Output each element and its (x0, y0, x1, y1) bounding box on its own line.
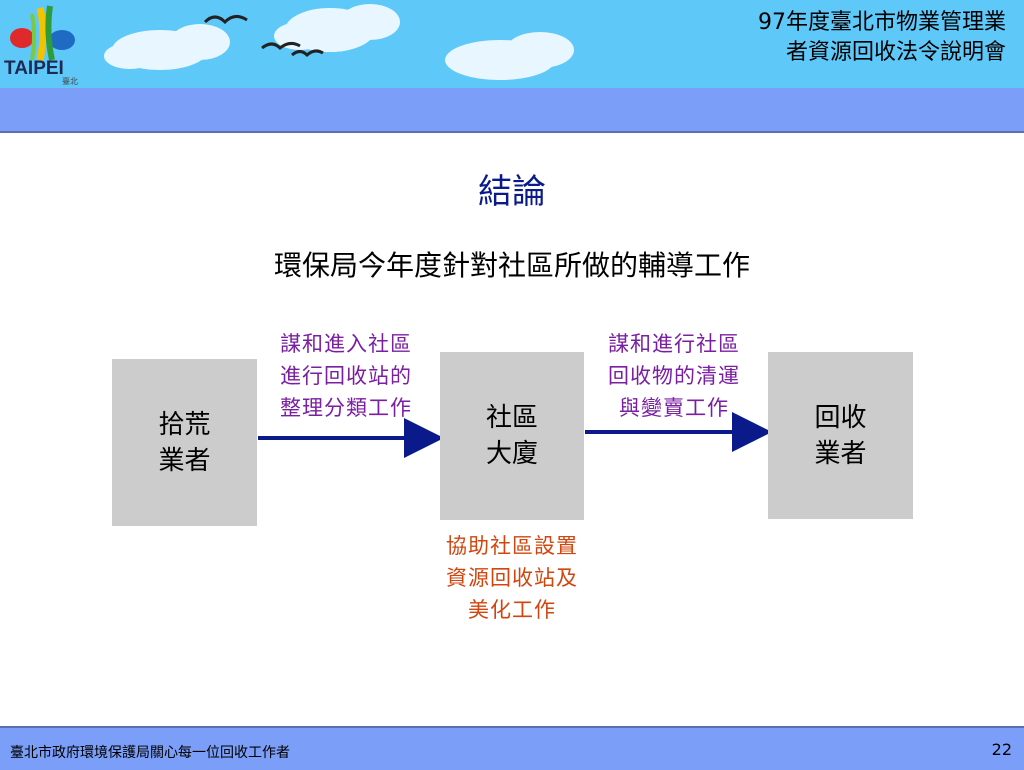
logo-subtext: 臺北 (62, 77, 78, 86)
taipei-logo-icon (10, 5, 75, 61)
header-band (0, 88, 1024, 131)
bird-icon (261, 41, 301, 51)
footer-bar: 臺北市政府環境保護局關心每一位回收工作者 22 (0, 726, 1024, 770)
node-label: 社區 (485, 403, 538, 433)
note-enter-community: 謀和進入社區 進行回收站的 整理分類工作 (256, 328, 436, 424)
logo-text: TAIPEI (4, 58, 64, 79)
bird-icon (291, 49, 324, 58)
node-label: 拾荒 (158, 409, 211, 440)
presentation-title: 97年度臺北市物業管理業 者資源回收法令說明會 (676, 8, 1006, 68)
footer-text: 臺北市政府環境保護局關心每一位回收工作者 (10, 745, 290, 761)
node-scavenger: 拾荒 業者 (112, 359, 257, 526)
cloud-icon (274, 4, 400, 52)
header-divider (0, 131, 1024, 133)
note-line: 整理分類工作 (280, 396, 412, 420)
note-line: 謀和進行社區 (608, 332, 740, 356)
note-line: 資源回收站及 (446, 566, 578, 590)
node-label: 業者 (158, 445, 211, 476)
note-line: 與變賣工作 (619, 396, 729, 420)
node-label: 業者 (814, 438, 867, 469)
bird-icon (203, 15, 248, 25)
note-line: 美化工作 (468, 598, 556, 622)
presentation-title-line: 者資源回收法令說明會 (785, 40, 1006, 65)
header-decoration (10, 4, 574, 80)
node-recycler: 回收 業者 (768, 352, 913, 519)
presentation-title-line: 97年度臺北市物業管理業 (758, 10, 1006, 35)
slide-title: 結論 (478, 172, 546, 212)
note-line: 協助社區設置 (446, 534, 578, 558)
note-line: 回收物的清運 (608, 364, 740, 388)
node-community-building: 社區 大廈 (440, 352, 584, 520)
cloud-icon (445, 32, 574, 80)
slide-subtitle: 環保局今年度針對社區所做的輔導工作 (273, 249, 750, 282)
node-label: 大廈 (485, 439, 538, 469)
cloud-icon (104, 24, 230, 70)
note-line: 進行回收站的 (280, 364, 412, 388)
note-setup-station: 協助社區設置 資源回收站及 美化工作 (420, 530, 604, 626)
note-line: 謀和進入社區 (280, 332, 412, 356)
page-number: 22 (991, 740, 1012, 759)
note-transport-sale: 謀和進行社區 回收物的清運 與變賣工作 (582, 328, 766, 424)
node-label: 回收 (814, 402, 867, 433)
